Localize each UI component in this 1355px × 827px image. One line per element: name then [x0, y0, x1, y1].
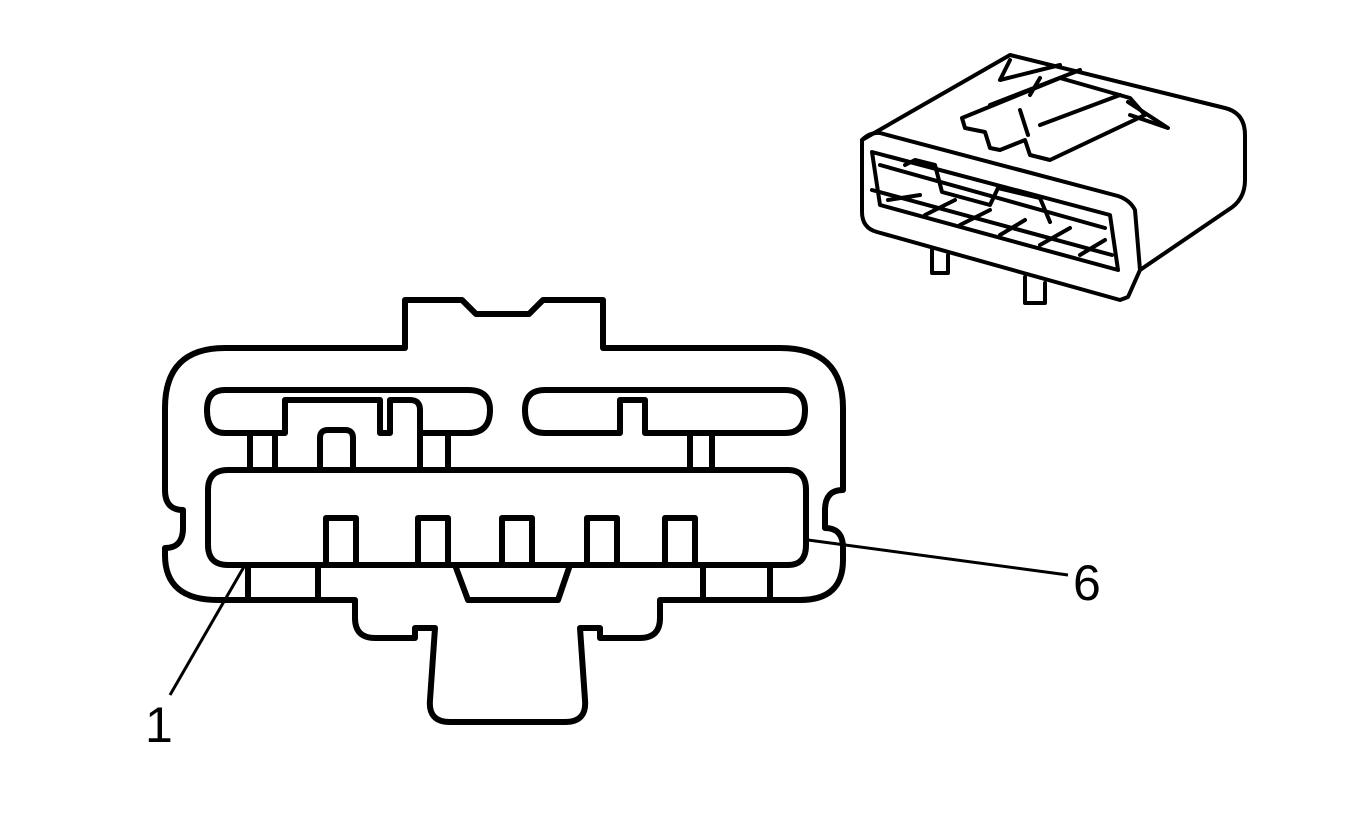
- leader-line-1: [168, 564, 247, 696]
- iso-feet: [930, 248, 1047, 305]
- iso-latch: [960, 58, 1147, 162]
- iso-top-edge: [860, 130, 1142, 272]
- connector-end-view: [162, 297, 846, 725]
- connector-outer-shell: [162, 297, 846, 725]
- terminal-slot: [584, 515, 620, 568]
- callouts: 1 6: [145, 538, 1101, 753]
- bottom-rib: [245, 562, 773, 603]
- terminal-slots: [323, 515, 698, 568]
- terminal-slot: [323, 515, 359, 568]
- terminal-slot: [662, 515, 698, 568]
- terminal-slot: [499, 515, 535, 568]
- upper-right-cavity: [522, 387, 808, 436]
- iso-inner-ribs: [886, 158, 1107, 257]
- callout-label-1: 1: [145, 697, 173, 753]
- leader-line-6: [807, 538, 1069, 577]
- callout-label-6: 6: [1073, 555, 1101, 611]
- iso-body: [860, 53, 1247, 302]
- connector-isometric-view: [860, 53, 1247, 305]
- upper-left-cavity: [204, 387, 493, 436]
- center-key: [247, 427, 715, 473]
- iso-arrow: [1126, 100, 1170, 130]
- main-cavity: [205, 467, 809, 568]
- terminal-slot: [415, 515, 451, 568]
